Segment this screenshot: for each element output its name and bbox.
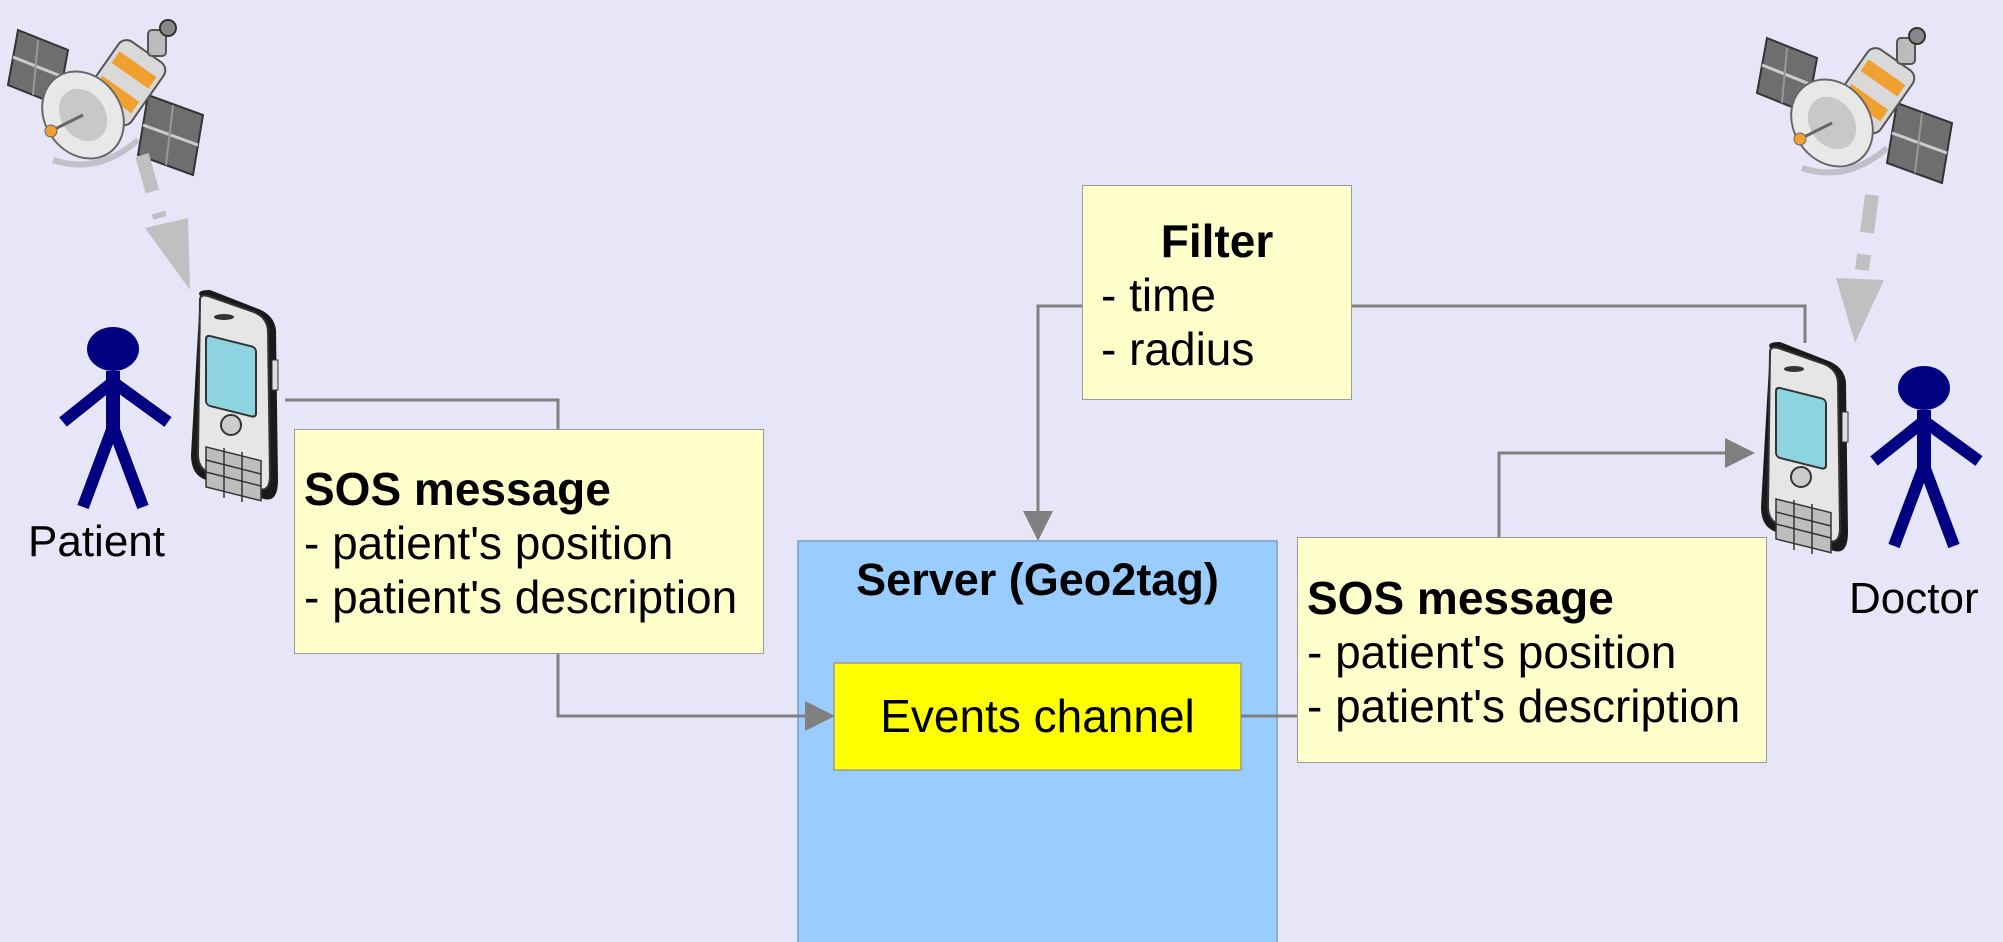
person-icon-doctor [1874, 366, 1979, 546]
sos-message-line: - patient's description [304, 571, 738, 623]
sos-message-line: - patient's description [1307, 680, 1741, 732]
filter-line: - time [1101, 269, 1216, 321]
events-channel-label: Events channel [880, 690, 1195, 742]
doctor-label: Doctor [1849, 574, 1979, 623]
person-icon-patient [63, 327, 168, 507]
satellite-signal-right [1836, 194, 1884, 343]
sos-message-line: - patient's position [304, 517, 674, 569]
satellite-icon-right [1757, 28, 1952, 183]
mobile-phone-icon-doctor [1760, 341, 1849, 555]
filter-title: Filter [1160, 215, 1274, 267]
server-title: Server (Geo2tag) [856, 554, 1219, 605]
mobile-phone-icon-patient [190, 289, 279, 503]
sos-message-note-right: SOS message - patient's position - patie… [1297, 537, 1767, 763]
connector-lines [285, 304, 1807, 731]
satellite-icon-left [8, 20, 203, 175]
filter-note: Filter - time - radius [1082, 185, 1352, 400]
satellite-signal-left [135, 153, 190, 290]
sos-message-note-left: SOS message - patient's position - patie… [294, 429, 764, 654]
sos-message-title: SOS message [1307, 572, 1614, 624]
filter-line: - radius [1101, 323, 1255, 375]
sos-message-line: - patient's position [1307, 626, 1677, 678]
sos-message-title: SOS message [304, 463, 611, 515]
patient-label: Patient [28, 517, 165, 566]
